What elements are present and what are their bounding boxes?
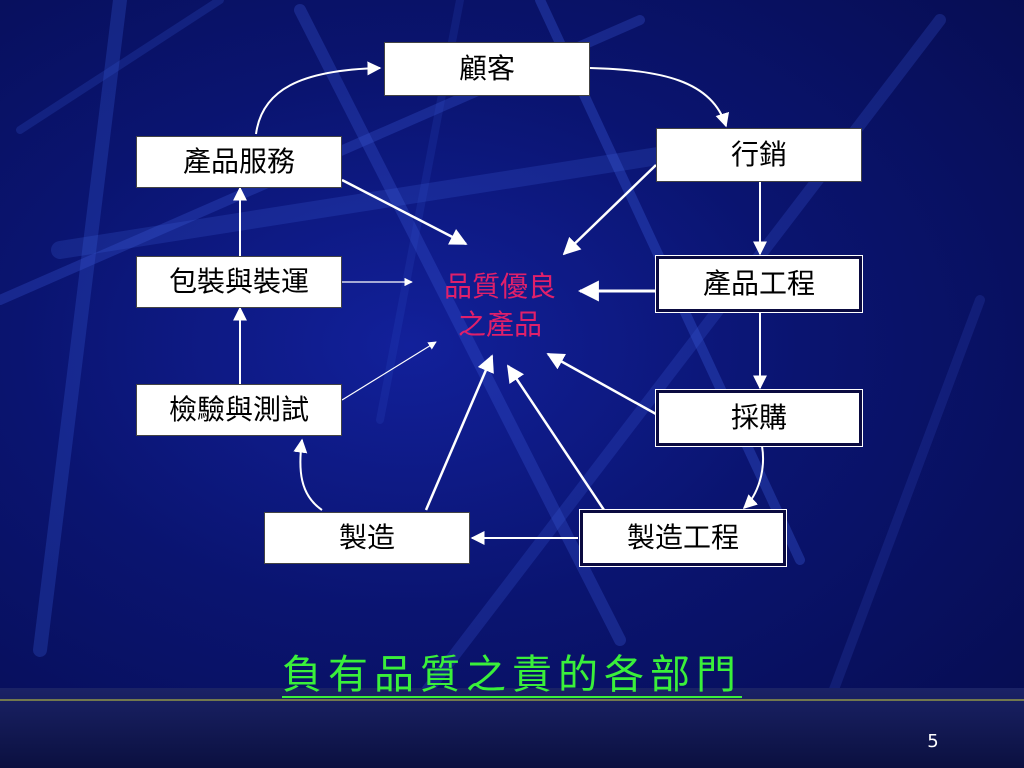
node-product-service-label: 產品服務 [182, 145, 295, 178]
node-purchasing-label: 採購 [730, 401, 787, 434]
node-purchasing: 採購 [655, 389, 863, 447]
node-packaging-shipping: 包裝與裝運 [136, 256, 342, 308]
node-marketing-label: 行銷 [730, 138, 787, 171]
page-number: 5 [927, 731, 939, 752]
node-manufacturing-engineering-label: 製造工程 [626, 521, 739, 554]
arrow-marketing-to-center [562, 164, 657, 256]
center-label-line1: 品質優良 [443, 270, 556, 303]
node-inspection-testing: 檢驗與測試 [136, 384, 342, 436]
node-customer-label: 顧客 [458, 52, 515, 85]
arrow-customer-to-marketing [589, 67, 730, 128]
arrow-service-to-customer [255, 61, 382, 135]
arrow-inspection-to-center [341, 341, 437, 401]
slide-title-text: 負有品質之責的各部門 [282, 652, 742, 698]
node-manufacturing-label: 製造 [338, 521, 395, 554]
node-manufacturing: 製造 [264, 512, 470, 564]
arrow-service-to-center [341, 178, 468, 246]
arrow-manufacturing-engineering-to-center [506, 364, 606, 511]
node-marketing: 行銷 [656, 128, 862, 182]
node-product-engineering: 產品工程 [655, 255, 863, 313]
node-manufacturing-engineering: 製造工程 [579, 509, 787, 567]
node-packaging-shipping-label: 包裝與裝運 [168, 265, 309, 298]
node-product-service: 產品服務 [136, 136, 342, 188]
center-quality-product: 品質優良 之產品 [420, 268, 580, 344]
arrow-purchasing-to-center [546, 352, 657, 416]
center-label-line2: 之產品 [457, 308, 542, 341]
node-customer: 顧客 [384, 42, 590, 96]
bottom-band [0, 688, 1024, 768]
arrow-manufacturing-to-inspection [293, 438, 323, 511]
node-inspection-testing-label: 檢驗與測試 [168, 393, 309, 426]
arrow-purchasing-to-manufacturing-engineering [742, 445, 764, 509]
node-product-engineering-label: 產品工程 [702, 267, 815, 300]
arrow-manufacturing-to-center [424, 354, 494, 511]
slide-title: 負有品質之責的各部門 [0, 642, 1024, 700]
